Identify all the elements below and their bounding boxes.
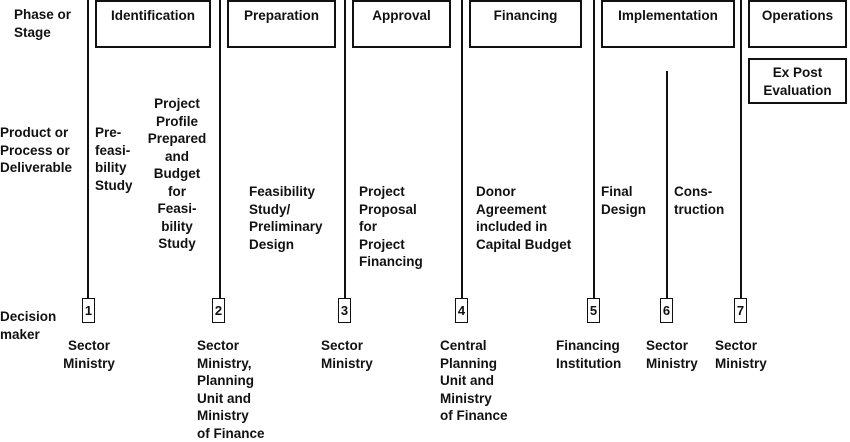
decision-point-2: 2 [212, 298, 225, 323]
decision-maker-7: Sector Ministry [715, 338, 767, 371]
decision-point-number: 2 [214, 302, 223, 318]
decision-maker-3: Sector Ministry [321, 338, 373, 371]
decision-line-5 [593, 0, 595, 298]
stage-label-preparation: Preparation [243, 8, 320, 23]
phase-row-label-text: Phase or Stage [14, 7, 72, 40]
stage-label-operations: Operations [761, 8, 834, 23]
decision-point-number: 5 [589, 302, 598, 318]
decision-maker-1: Sector Ministry [63, 338, 115, 371]
decision-maker-5: Financing Institution [556, 338, 622, 371]
stage-label-identification: Identification [111, 8, 195, 23]
deliverable-project-profile: Project Profile Prepared and Budget for … [147, 96, 207, 251]
stage-label-financing: Financing [493, 8, 558, 23]
decision-point-5: 5 [587, 298, 600, 323]
deliverable-donor-agreement: Donor Agreement included in Capital Budg… [476, 184, 572, 252]
stage-label-approval: Approval [372, 8, 431, 23]
decision-point-number: 4 [457, 302, 466, 318]
deliverable-project-proposal: Project Proposal for Project Financing [359, 184, 423, 269]
deliverable-final-design: Final Design [601, 184, 647, 217]
decision-point-3: 3 [338, 298, 351, 323]
deliverable-prefeasibility: Pre- feasi- bility Study [95, 125, 133, 193]
stage-label-implementation: Implementation [618, 8, 718, 23]
decision-point-6: 6 [660, 298, 673, 323]
stage-box-preparation: Preparation [227, 0, 336, 48]
stage-box-financing: Financing [469, 0, 582, 48]
decision-row-label-text: Decision maker [0, 309, 57, 342]
decision-line-1 [87, 0, 89, 298]
decision-point-7: 7 [734, 298, 747, 323]
stage-box-operations: Operations [748, 0, 847, 48]
decision-point-number: 6 [662, 302, 671, 318]
decision-maker-4: Central Planning Unit and Ministry of Fi… [440, 338, 508, 423]
stage-box-implementation: Implementation [601, 0, 735, 48]
decision-maker-6: Sector Ministry [646, 338, 698, 371]
deliverable-feasibility-study: Feasibility Study/ Preliminary Design [249, 184, 323, 252]
decision-maker-2: Sector Ministry, Planning Unit and Minis… [197, 338, 265, 441]
decision-point-number: 1 [84, 302, 93, 318]
deliverable-construction: Cons- truction [674, 184, 725, 217]
stage-box-approval: Approval [352, 0, 451, 48]
decision-line-4 [461, 0, 463, 298]
decision-point-1: 1 [82, 298, 95, 323]
stage-box-identification: Identification [95, 0, 211, 48]
product-row-label: Product or Process or Deliverable [0, 124, 72, 177]
product-row-label-text: Product or Process or Deliverable [0, 125, 73, 175]
decision-line-2 [219, 0, 221, 298]
decision-line-7 [740, 0, 742, 298]
ex-post-evaluation-box: Ex Post Evaluation [748, 58, 847, 104]
ex-post-evaluation-label: Ex Post Evaluation [763, 65, 832, 98]
decision-point-number: 3 [340, 302, 349, 318]
decision-point-4: 4 [455, 298, 468, 323]
decision-line-3 [344, 0, 346, 298]
decision-line-6 [666, 71, 668, 298]
decision-point-number: 7 [736, 302, 745, 318]
decision-row-label: Decision maker [0, 308, 56, 343]
phase-row-label: Phase or Stage [14, 6, 71, 41]
